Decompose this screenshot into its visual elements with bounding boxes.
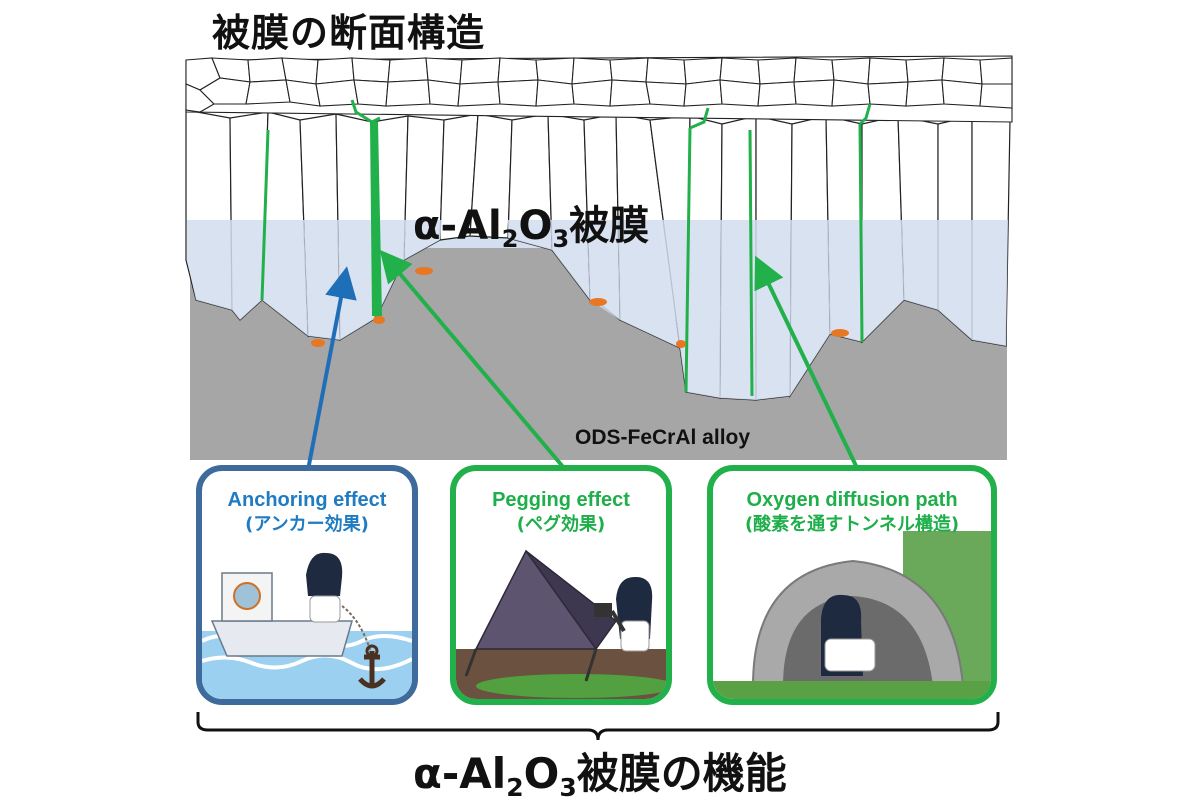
film-label: α-Al2O3被膜 [413, 203, 650, 253]
card-title: Pegging effect [492, 489, 630, 511]
peg-wedge [370, 122, 382, 316]
page-title: 被膜の断面構造 [212, 11, 486, 55]
diffusion-arrow [754, 255, 860, 471]
card-subtitle: (ペグ効果) [516, 514, 606, 535]
oxide-particles [311, 267, 849, 348]
card-subtitle: (酸素を通すトンネル構造) [744, 514, 960, 535]
bottom-label: α-Al2O3被膜の機能 [413, 749, 787, 802]
boat-anchor-illustration [202, 552, 412, 699]
bottom-brace [196, 712, 1000, 741]
card-subtitle: (アンカー効果) [245, 514, 369, 535]
card-title: Anchoring effect [227, 489, 387, 511]
pegging-arrow [379, 249, 566, 470]
card-oxygen-diffusion-path: Oxygen diffusion path (酸素を通すトンネル構造) [707, 465, 997, 705]
tent-peg-illustration [456, 549, 666, 699]
card-title: Oxygen diffusion path [746, 489, 958, 511]
card-pegging-effect: Pegging effect (ペグ効果) [450, 465, 672, 705]
tunnel-illustration [713, 531, 991, 699]
alloy-label: ODS-FeCrAl alloy [575, 426, 751, 449]
anchoring-arrow [306, 266, 357, 471]
equiaxed-grains [185, 55, 1013, 123]
card-anchoring-effect: Anchoring effect (アンカー効果) [196, 465, 418, 705]
